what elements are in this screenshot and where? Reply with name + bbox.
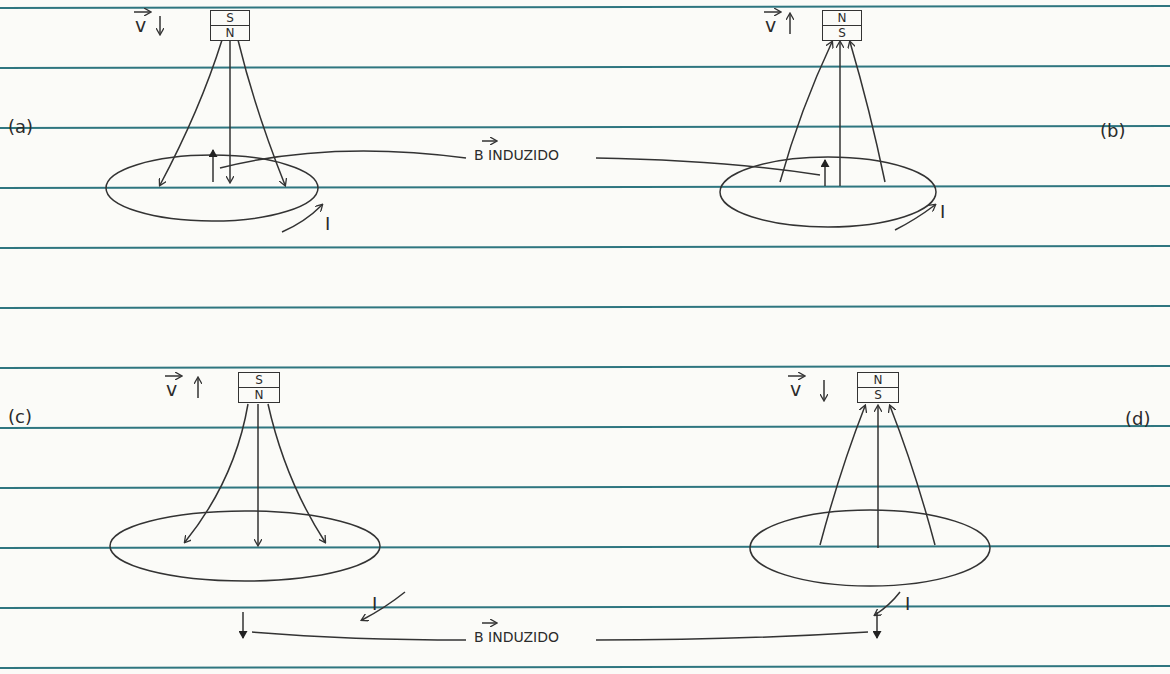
magnet-pole: N: [239, 388, 279, 402]
induced-field-arrow: [876, 612, 878, 638]
field-line: [850, 42, 885, 182]
wire-loop: [106, 155, 318, 221]
field-line: [877, 406, 879, 548]
magnet-pole: N: [211, 26, 249, 40]
induced-field-arrow: [212, 150, 214, 182]
panel-letter: (d): [1125, 410, 1150, 428]
leader-line: [220, 151, 466, 168]
current-symbol: I: [325, 215, 330, 233]
panel-letter: (b): [1100, 122, 1125, 140]
current-arrow: [362, 592, 405, 620]
current-symbol: I: [905, 595, 910, 613]
current-arrow: [875, 592, 900, 615]
panel-letter: (a): [8, 118, 33, 136]
velocity-arrow: [159, 16, 161, 34]
vector-bar: [788, 375, 804, 377]
magnet-pole: S: [823, 26, 861, 40]
field-line: [820, 406, 865, 545]
magnet-pole: S: [858, 388, 898, 402]
wire-loop: [720, 157, 936, 227]
vector-bar: [134, 11, 150, 13]
induced-field-label: B INDUZIDO: [474, 148, 559, 162]
bar-magnet: NS: [857, 372, 899, 403]
current-symbol: I: [940, 203, 945, 221]
vector-bar: [482, 622, 496, 624]
field-line: [160, 40, 222, 185]
leader-line: [596, 632, 868, 640]
field-line: [890, 406, 935, 545]
velocity-symbol: v: [135, 16, 146, 35]
magnet-pole: S: [211, 11, 249, 26]
induced-field-arrow: [242, 612, 244, 638]
velocity-arrow: [197, 378, 199, 398]
magnet-pole: N: [823, 11, 861, 26]
field-line: [229, 40, 231, 182]
velocity-arrow: [789, 14, 791, 34]
field-line: [780, 42, 832, 182]
magnet-pole: N: [858, 373, 898, 388]
vector-bar: [764, 11, 780, 13]
field-line: [185, 404, 248, 542]
velocity-symbol: v: [765, 16, 776, 35]
wire-loop: [110, 511, 380, 581]
induced-field-arrow: [824, 160, 826, 186]
panel-letter: (c): [8, 408, 32, 426]
field-line: [238, 40, 285, 185]
induced-field-label: B INDUZIDO: [474, 630, 559, 644]
field-line: [268, 404, 325, 542]
velocity-symbol: v: [790, 380, 801, 399]
leader-line: [252, 632, 466, 640]
vector-bar: [482, 140, 496, 142]
bar-magnet: SN: [210, 10, 250, 41]
field-line: [257, 404, 259, 545]
current-symbol: I: [372, 595, 377, 613]
vector-bar: [165, 375, 181, 377]
bar-magnet: NS: [822, 10, 862, 41]
current-arrow: [282, 205, 322, 232]
magnet-pole: S: [239, 373, 279, 388]
wire-loop: [750, 510, 990, 586]
velocity-arrow: [823, 380, 825, 400]
field-line: [839, 42, 841, 186]
bar-magnet: SN: [238, 372, 280, 403]
leader-line: [596, 158, 820, 175]
current-arrow: [895, 205, 935, 230]
velocity-symbol: v: [166, 380, 177, 399]
paper-lines: [0, 6, 1170, 668]
